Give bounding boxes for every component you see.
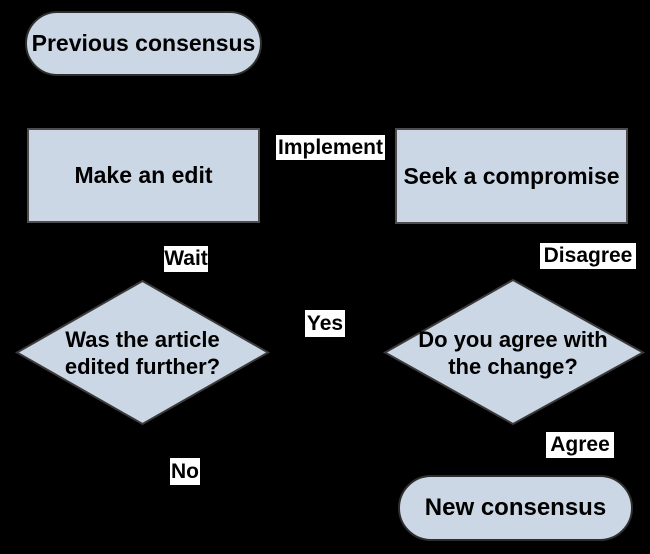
node-new-consensus: New consensus [398, 475, 633, 541]
edge-label-implement-text: Implement [277, 135, 384, 159]
decision-diamond-do-you-agree [382, 278, 646, 426]
edge-label-disagree: Disagree [538, 241, 638, 271]
node-seek-a-compromise: Seek a compromise [395, 128, 628, 224]
node-previous-consensus: Previous consensus [25, 11, 262, 76]
edge-label-wait: Wait [162, 244, 210, 274]
decision-diamond-was-article-edited [14, 279, 271, 426]
edge-label-agree: Agree [544, 430, 616, 460]
node-was-article-edited-line1: Was the article [65, 327, 220, 352]
edge-label-yes: Yes [303, 308, 347, 339]
edge-label-wait-text: Wait [164, 247, 208, 270]
edge-label-no: No [168, 456, 202, 487]
node-do-you-agree-line1: Do you agree with [418, 327, 608, 352]
edge-label-yes-text: Yes [306, 311, 344, 335]
node-new-consensus-label: New consensus [424, 494, 607, 521]
node-was-article-edited-line2: edited further? [64, 354, 221, 379]
edge-label-agree-text: Agree [550, 433, 610, 456]
node-do-you-agree-line2: the change? [448, 354, 578, 379]
edge-label-implement: Implement [274, 133, 387, 162]
edge-label-disagree-text: Disagree [543, 244, 633, 267]
node-do-you-agree-label: Do you agree with the change? [390, 326, 636, 380]
node-make-an-edit-label: Make an edit [74, 162, 213, 188]
node-was-article-edited-label: Was the article edited further? [20, 326, 265, 380]
node-seek-a-compromise-label: Seek a compromise [403, 162, 620, 189]
node-previous-consensus-label: Previous consensus [31, 30, 256, 56]
node-make-an-edit: Make an edit [27, 128, 260, 223]
edge-label-no-text: No [171, 459, 199, 483]
